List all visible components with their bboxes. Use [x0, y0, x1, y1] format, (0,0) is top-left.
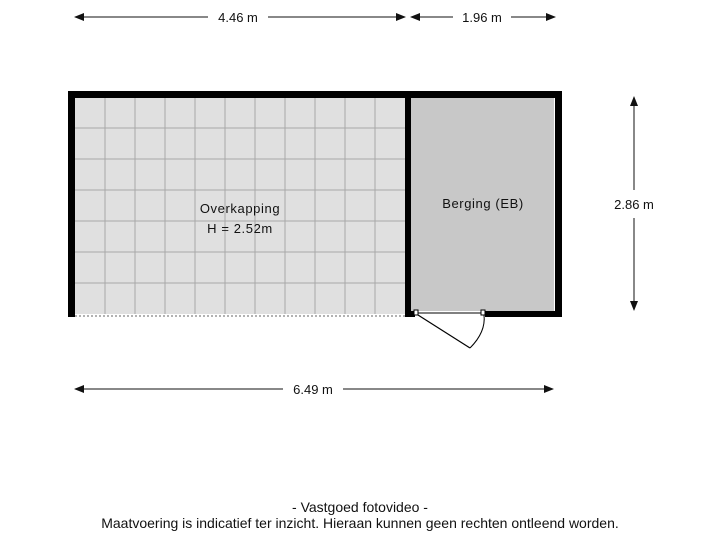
tile-grid — [75, 97, 405, 314]
wall-left — [68, 91, 75, 317]
berging-area — [410, 97, 554, 311]
dimension-right: 2.86 m — [614, 96, 654, 311]
dimension-top-right: 1.96 m — [410, 10, 556, 25]
dimension-label: 4.46 m — [218, 10, 258, 25]
room-name-overkapping: Overkapping — [200, 201, 280, 216]
room-height-overkapping: H = 2.52m — [207, 221, 273, 236]
wall-bottom-right — [485, 311, 562, 317]
door-leaf — [417, 314, 471, 349]
dimension-label: 6.49 m — [293, 382, 333, 397]
wall-top — [68, 91, 562, 98]
wall-partition — [405, 91, 411, 317]
room-name-berging: Berging (EB) — [442, 196, 524, 211]
wall-bottom-left-stub — [405, 311, 415, 317]
dimension-label: 2.86 m — [614, 197, 654, 212]
door-swing-arc — [469, 314, 485, 349]
footer-credit: - Vastgoed fotovideo - — [292, 499, 428, 515]
wall-right — [555, 91, 562, 317]
dimension-top-left: 4.46 m — [74, 10, 406, 25]
overkapping-area — [75, 97, 405, 317]
dimension-label: 1.96 m — [462, 10, 502, 25]
door — [413, 309, 486, 349]
footer-disclaimer: Maatvoering is indicatief ter inzicht. H… — [101, 515, 619, 531]
dimension-bottom-total: 6.49 m — [74, 382, 554, 397]
walls — [68, 91, 562, 317]
